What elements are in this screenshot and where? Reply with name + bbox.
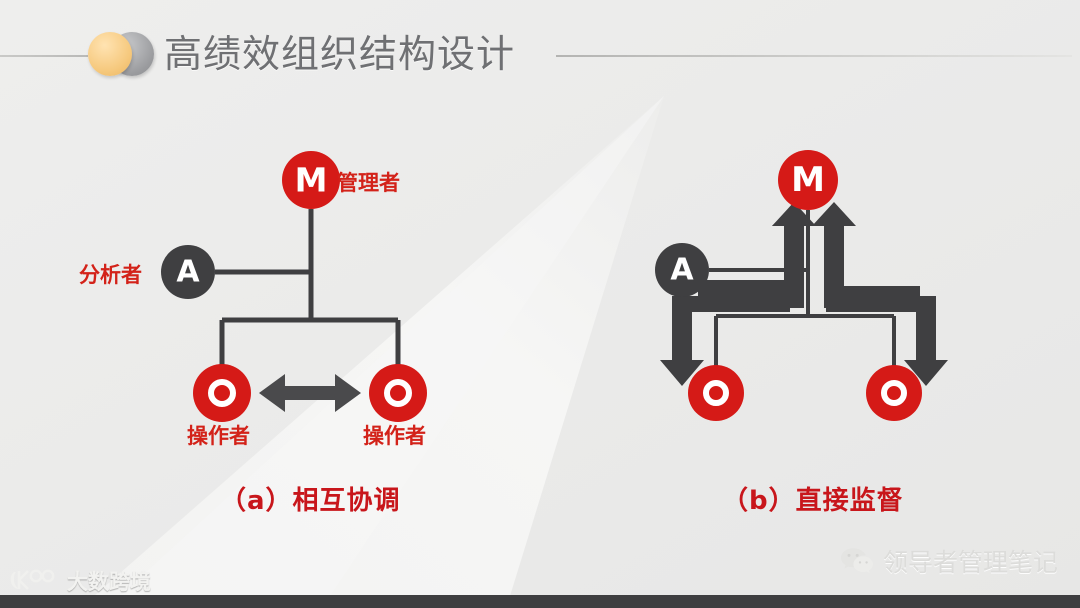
label-operator-right: 操作者 — [363, 424, 426, 448]
label-analyst: 分析者 — [79, 263, 142, 287]
diagram-direct-supervision: M A — [620, 120, 980, 450]
arrow-up-right-icon — [812, 202, 920, 308]
svg-text:A: A — [176, 255, 200, 290]
svg-text:A: A — [670, 253, 694, 288]
node-o2 — [369, 364, 427, 422]
wechat-watermark: 领导者管理笔记 — [840, 543, 1058, 579]
label-manager: 管理者 — [337, 171, 400, 195]
header-rule-right — [556, 55, 1072, 57]
double-headed-arrow-icon — [259, 374, 361, 412]
node-o2 — [866, 365, 922, 421]
node-m: M — [778, 150, 838, 210]
diagram-mutual-adjustment: M A 管理者 分析者 操作者 操作者 — [60, 120, 520, 460]
svg-text:M: M — [295, 161, 328, 200]
brand-watermark-text: 大数跨境 — [67, 570, 151, 594]
node-m: M — [282, 151, 340, 209]
node-o1 — [193, 364, 251, 422]
slide-header: 高绩效组织结构设计 — [0, 0, 1080, 96]
header-rule-left — [0, 55, 88, 57]
caption-diagram-b: （b）直接监督 — [722, 486, 904, 516]
arrow-down-left-icon — [660, 296, 790, 386]
wechat-icon — [840, 548, 873, 574]
label-operator-left: 操作者 — [187, 424, 250, 448]
node-o1 — [688, 365, 744, 421]
svg-text:M: M — [791, 160, 825, 200]
bottom-bar — [0, 595, 1080, 608]
arrow-up-left-shaft — [698, 202, 816, 308]
diagram-b-graphics: M A — [655, 150, 948, 421]
header-orange-circle-icon — [88, 32, 132, 76]
diagram-a-graphics: M A — [161, 151, 427, 422]
brand-watermark: 大数跨境 — [8, 566, 151, 596]
caption-diagram-a: （a）相互协调 — [220, 486, 401, 516]
brand-logo-icon — [10, 569, 55, 590]
wechat-watermark-text: 领导者管理笔记 — [882, 548, 1058, 577]
node-a: A — [655, 243, 709, 297]
node-a: A — [161, 245, 215, 299]
arrow-down-right-icon — [826, 296, 948, 386]
page-title: 高绩效组织结构设计 — [164, 32, 516, 76]
